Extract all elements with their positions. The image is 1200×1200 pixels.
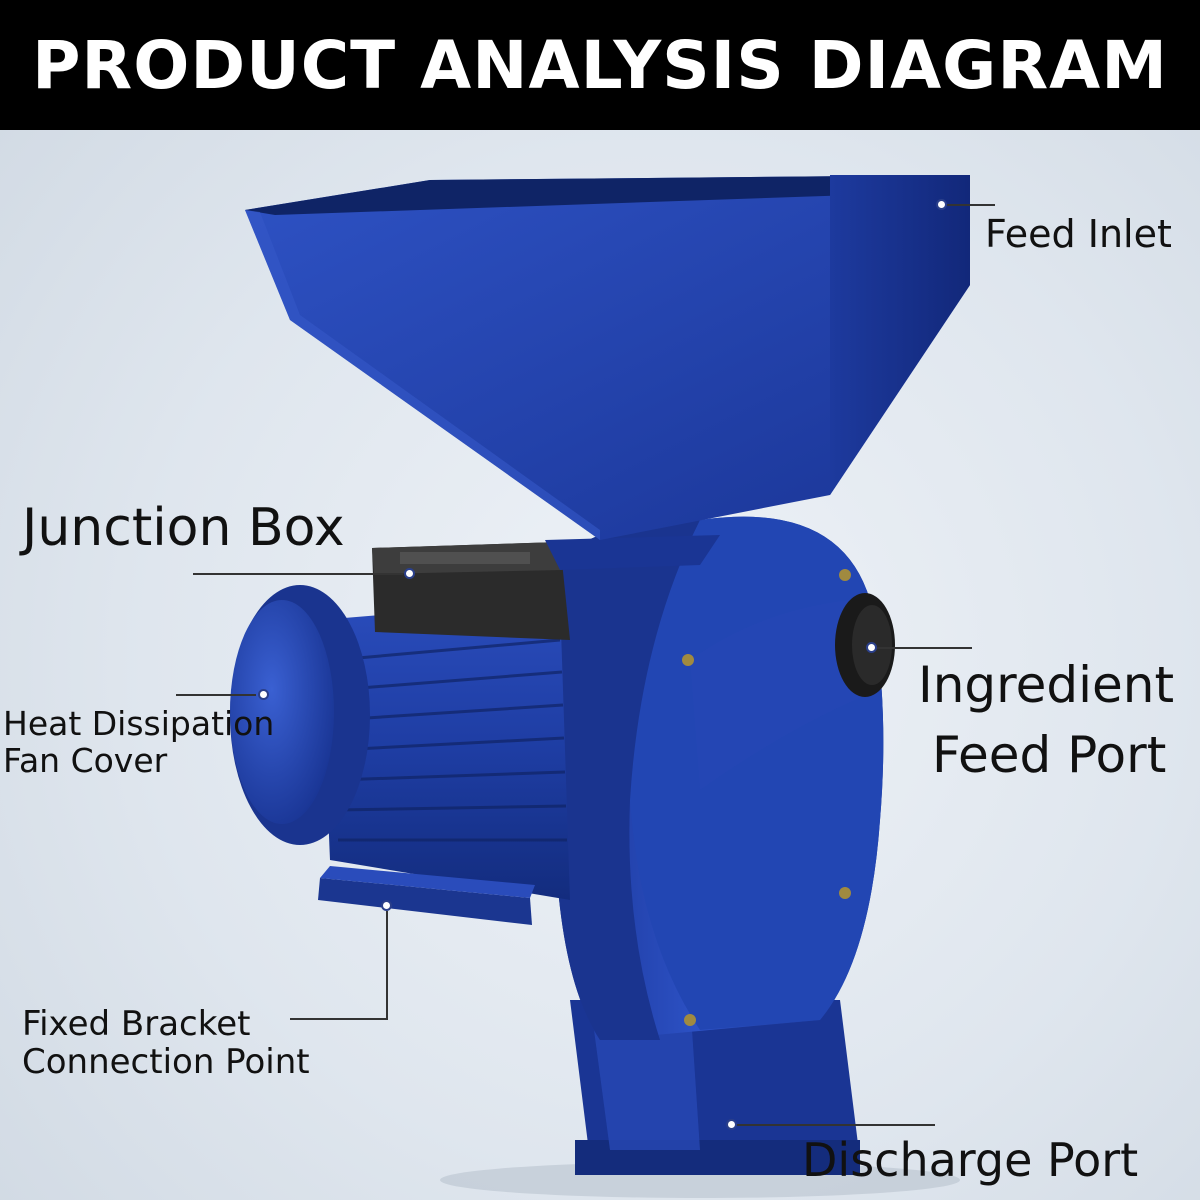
heat-dissipation-leader: [176, 694, 256, 696]
feed-inlet-leader: [947, 204, 995, 206]
ingredient-feed-port-label-line2: Feed Port: [932, 726, 1167, 784]
heat-dissipation-marker: [258, 689, 269, 700]
fixed-bracket-marker: [381, 900, 392, 911]
fixed-bracket-label-line2: Connection Point: [22, 1042, 310, 1082]
junction-box-label: Junction Box: [22, 498, 345, 558]
title-bar: PRODUCT ANALYSIS DIAGRAM: [0, 0, 1200, 130]
fixed-bracket-label-line1: Fixed Bracket: [22, 1004, 251, 1044]
fixed-bracket-leader-horizontal: [290, 1018, 388, 1020]
ingredient-feed-port-marker: [866, 642, 877, 653]
junction-box-leader: [193, 573, 403, 575]
discharge-port-leader: [737, 1124, 935, 1126]
discharge-port-marker: [726, 1119, 737, 1130]
heat-dissipation-label-line1: Heat Dissipation: [3, 704, 275, 743]
feed-inlet-marker: [936, 199, 947, 210]
ingredient-feed-port-label-line1: Ingredient: [918, 656, 1175, 714]
ingredient-feed-port-leader: [877, 647, 972, 649]
diagram-title: PRODUCT ANALYSIS DIAGRAM: [32, 26, 1168, 104]
heat-dissipation-label-line2: Fan Cover: [3, 741, 168, 780]
junction-box-marker: [404, 568, 415, 579]
discharge-port-label: Discharge Port: [802, 1133, 1139, 1187]
fixed-bracket-leader-vertical: [386, 911, 388, 1019]
feed-inlet-label: Feed Inlet: [985, 212, 1172, 256]
